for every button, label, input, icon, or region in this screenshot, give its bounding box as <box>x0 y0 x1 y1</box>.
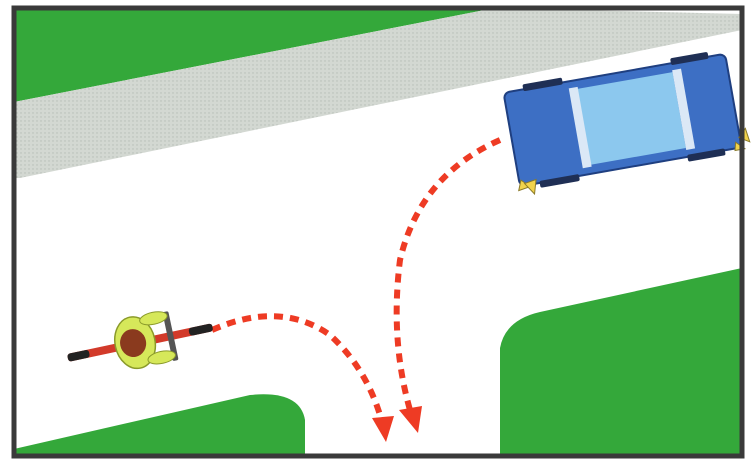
car-path-arrowhead <box>399 406 422 433</box>
cyclist-path-arrowhead <box>372 416 394 442</box>
blue-car-icon <box>503 52 751 196</box>
grass-bottom-right <box>500 268 742 456</box>
cyclist-turn-path <box>210 313 385 423</box>
sidewalk <box>14 8 742 178</box>
diagram-frame <box>11 5 745 459</box>
grass-bottom-left <box>14 394 305 456</box>
car-turn-path <box>393 137 502 411</box>
cyclist-icon <box>67 311 213 370</box>
